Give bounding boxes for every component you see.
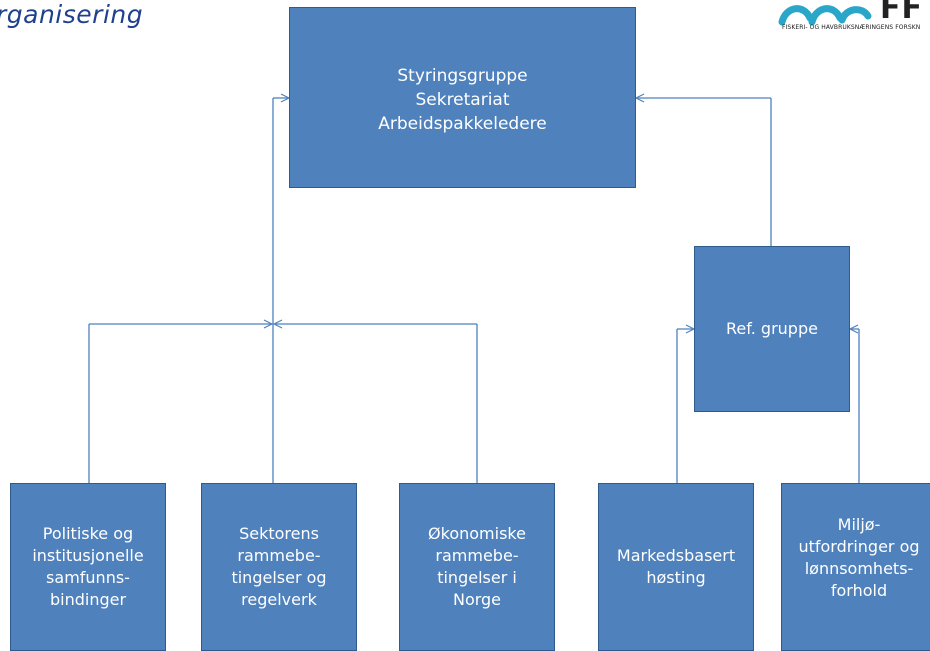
box-line: Norge (452, 590, 502, 609)
box-line: rammebe- (237, 546, 321, 565)
logo-caption: FISKERI- OG HAVBRUKSNÆRINGENS FORSKN (782, 24, 921, 31)
box-line: bindinger (49, 590, 127, 609)
page-title: rganisering (0, 0, 144, 29)
box-miljo: Miljø- utfordringer og lønnsomhets- forh… (781, 483, 930, 651)
logo-letters: FF (880, 0, 923, 26)
box-line: Sekretariat (415, 90, 510, 110)
box-line: Styringsgruppe (397, 66, 528, 86)
box-line: rammebe- (435, 546, 519, 565)
box-line: tingelser og (231, 568, 327, 587)
box-line: Markedsbasert (616, 546, 736, 565)
logo-mark-icon (778, 5, 872, 26)
box-line: samfunns- (46, 568, 130, 587)
box-line: tingelser i (437, 568, 517, 587)
box-politiske: Politiske og institusjonelle samfunns- b… (10, 483, 166, 651)
box-okonomiske: Økonomiske rammebe- tingelser i Norge (399, 483, 555, 651)
box-line: regelverk (241, 590, 317, 609)
box-line: Ref. gruppe (726, 319, 818, 338)
box-styringsgruppe: Styringsgruppe Sekretariat Arbeidspakkel… (289, 7, 636, 188)
box-line: institusjonelle (32, 546, 144, 565)
box-line: Arbeidspakkeledere (378, 114, 547, 134)
box-line: lønnsomhets- (804, 559, 914, 578)
box-ref-gruppe: Ref. gruppe (694, 246, 850, 412)
box-markedsbasert: Markedsbasert høsting (598, 483, 754, 651)
box-line: Miljø- (837, 515, 881, 534)
box-line: Politiske og (42, 524, 134, 543)
box-line: utfordringer og (798, 537, 920, 556)
box-line: Økonomiske (428, 524, 526, 543)
box-line: forhold (830, 581, 888, 600)
box-line: høsting (646, 568, 706, 587)
box-sektorens: Sektorens rammebe- tingelser og regelver… (201, 483, 357, 651)
box-line: Sektorens (239, 524, 319, 543)
